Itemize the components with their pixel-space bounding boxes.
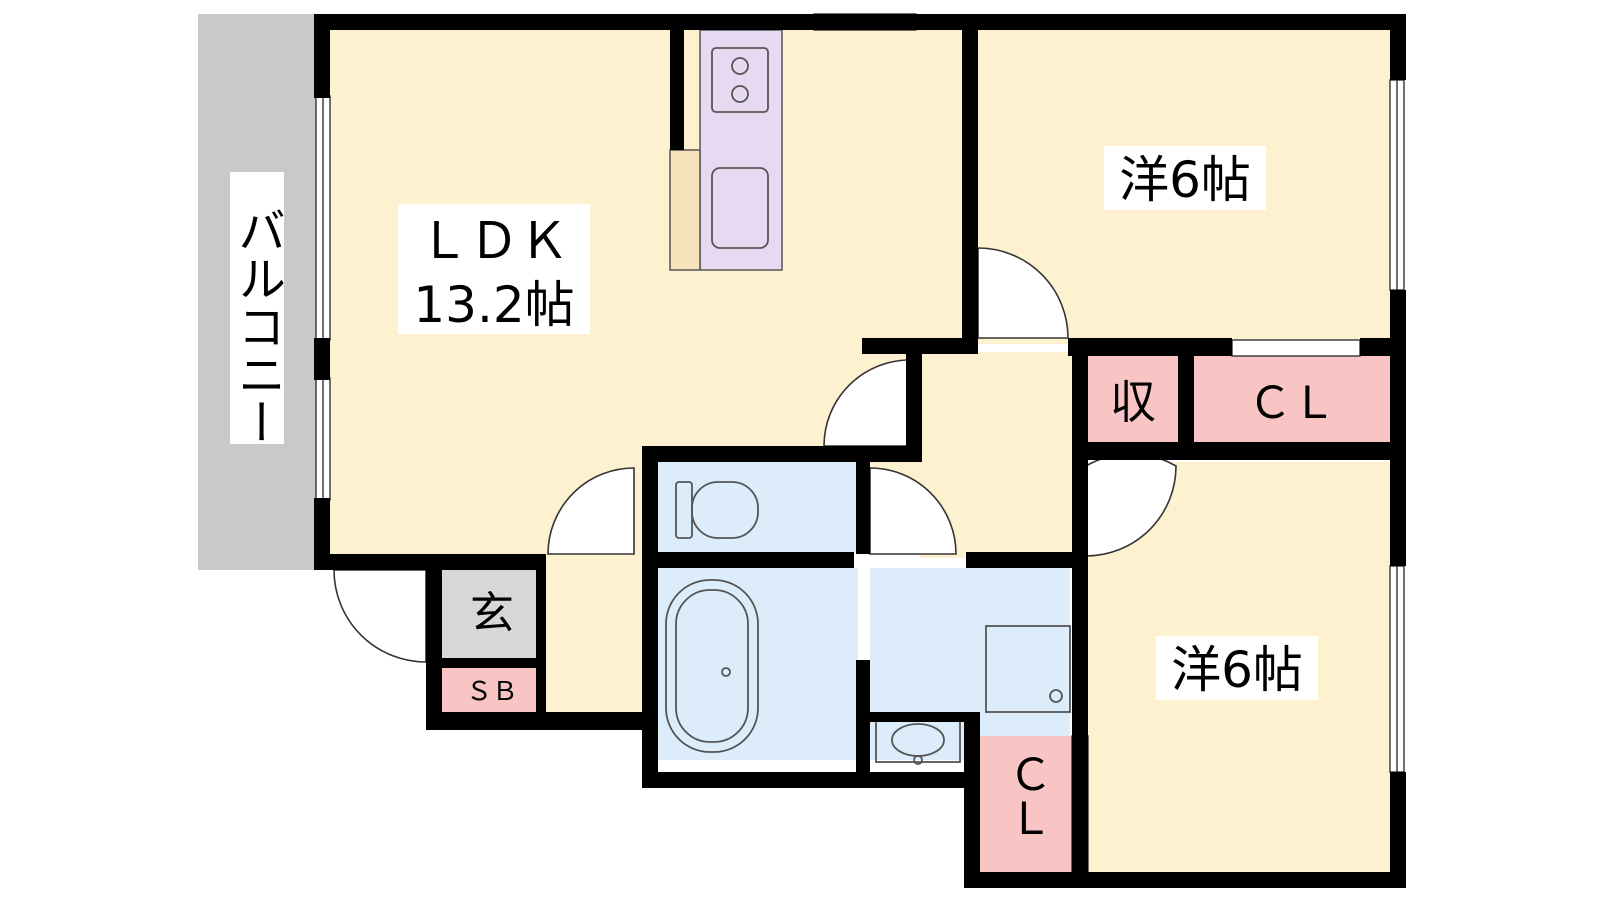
walls (314, 14, 1406, 888)
wall (536, 554, 546, 728)
door-swings (333, 247, 1177, 663)
wall (314, 14, 330, 98)
floor-fills (198, 14, 1390, 872)
side-counter (669, 149, 701, 271)
shoe-box (442, 668, 542, 712)
bathtub-inner (675, 589, 749, 743)
closet-door (1231, 339, 1361, 357)
bedroom-south-label: 洋6帖 (1171, 641, 1303, 699)
faucet-icon (913, 755, 923, 765)
entrance-floor (442, 568, 542, 658)
bedroom-south-label-bg (1156, 636, 1318, 700)
wall (870, 712, 980, 722)
wall (966, 552, 1072, 568)
bathtub (665, 579, 759, 753)
wall (1068, 338, 1232, 356)
wall (442, 658, 542, 668)
wall (314, 338, 330, 380)
shoe-box-label: ＳＢ (466, 677, 518, 707)
drain-icon (1049, 689, 1063, 703)
wall (964, 872, 1406, 888)
wall (642, 446, 920, 462)
wall (856, 660, 870, 772)
door-swing (869, 467, 957, 555)
door-swing (333, 569, 427, 663)
wall (1072, 356, 1088, 872)
wall (906, 346, 922, 462)
balcony-label: バルコニー (229, 206, 285, 446)
storage-label: 収 (1110, 375, 1156, 429)
wall (1390, 772, 1406, 888)
closet-south-label: ＣＬ (1001, 752, 1052, 840)
closet-south-area (980, 736, 1072, 872)
wall (642, 772, 980, 788)
wall (1390, 290, 1406, 566)
burner-icon (731, 57, 749, 75)
wall (642, 552, 854, 568)
closet-north-label: ＣＬ (1248, 378, 1336, 429)
room-labels: バルコニー ＬＤＫ 13.2帖 洋6帖 洋6帖 収 ＣＬ ＣＬ 玄 ＳＢ (229, 146, 1336, 840)
ldk-label: ＬＤＫ (419, 212, 569, 270)
closet-north-area (1194, 356, 1390, 442)
wall (426, 554, 442, 730)
wall (856, 462, 870, 554)
wall (1390, 14, 1406, 80)
entrance-label: 玄 (470, 588, 514, 639)
door-swing (823, 359, 911, 447)
wall (314, 14, 1406, 30)
bedroom-north-label-bg (1104, 146, 1266, 210)
burner-icon (731, 85, 749, 103)
wall (314, 498, 330, 570)
toilet-floor (654, 462, 858, 552)
wall (962, 14, 978, 354)
fixtures (665, 47, 1071, 765)
bathroom-floor (654, 568, 858, 760)
ldk-label-bg (398, 204, 590, 334)
wall (642, 446, 658, 788)
stove (711, 47, 769, 113)
wall (862, 338, 978, 354)
wall (1072, 442, 1406, 460)
bedroom-north-label: 洋6帖 (1119, 151, 1251, 209)
storage-area (1088, 356, 1178, 442)
wall (670, 30, 684, 150)
balcony-label-bg (230, 172, 284, 444)
door-swing (547, 467, 635, 555)
ldk-size: 13.2帖 (413, 276, 574, 334)
wall (1178, 356, 1194, 442)
drain-icon (721, 667, 731, 677)
toilet-bowl (691, 481, 759, 539)
wall (964, 720, 980, 888)
kitchen-sink (711, 167, 769, 249)
entrance-hall-floor (544, 554, 644, 712)
door-swing (977, 247, 1069, 339)
washing-machine-space (985, 625, 1071, 713)
